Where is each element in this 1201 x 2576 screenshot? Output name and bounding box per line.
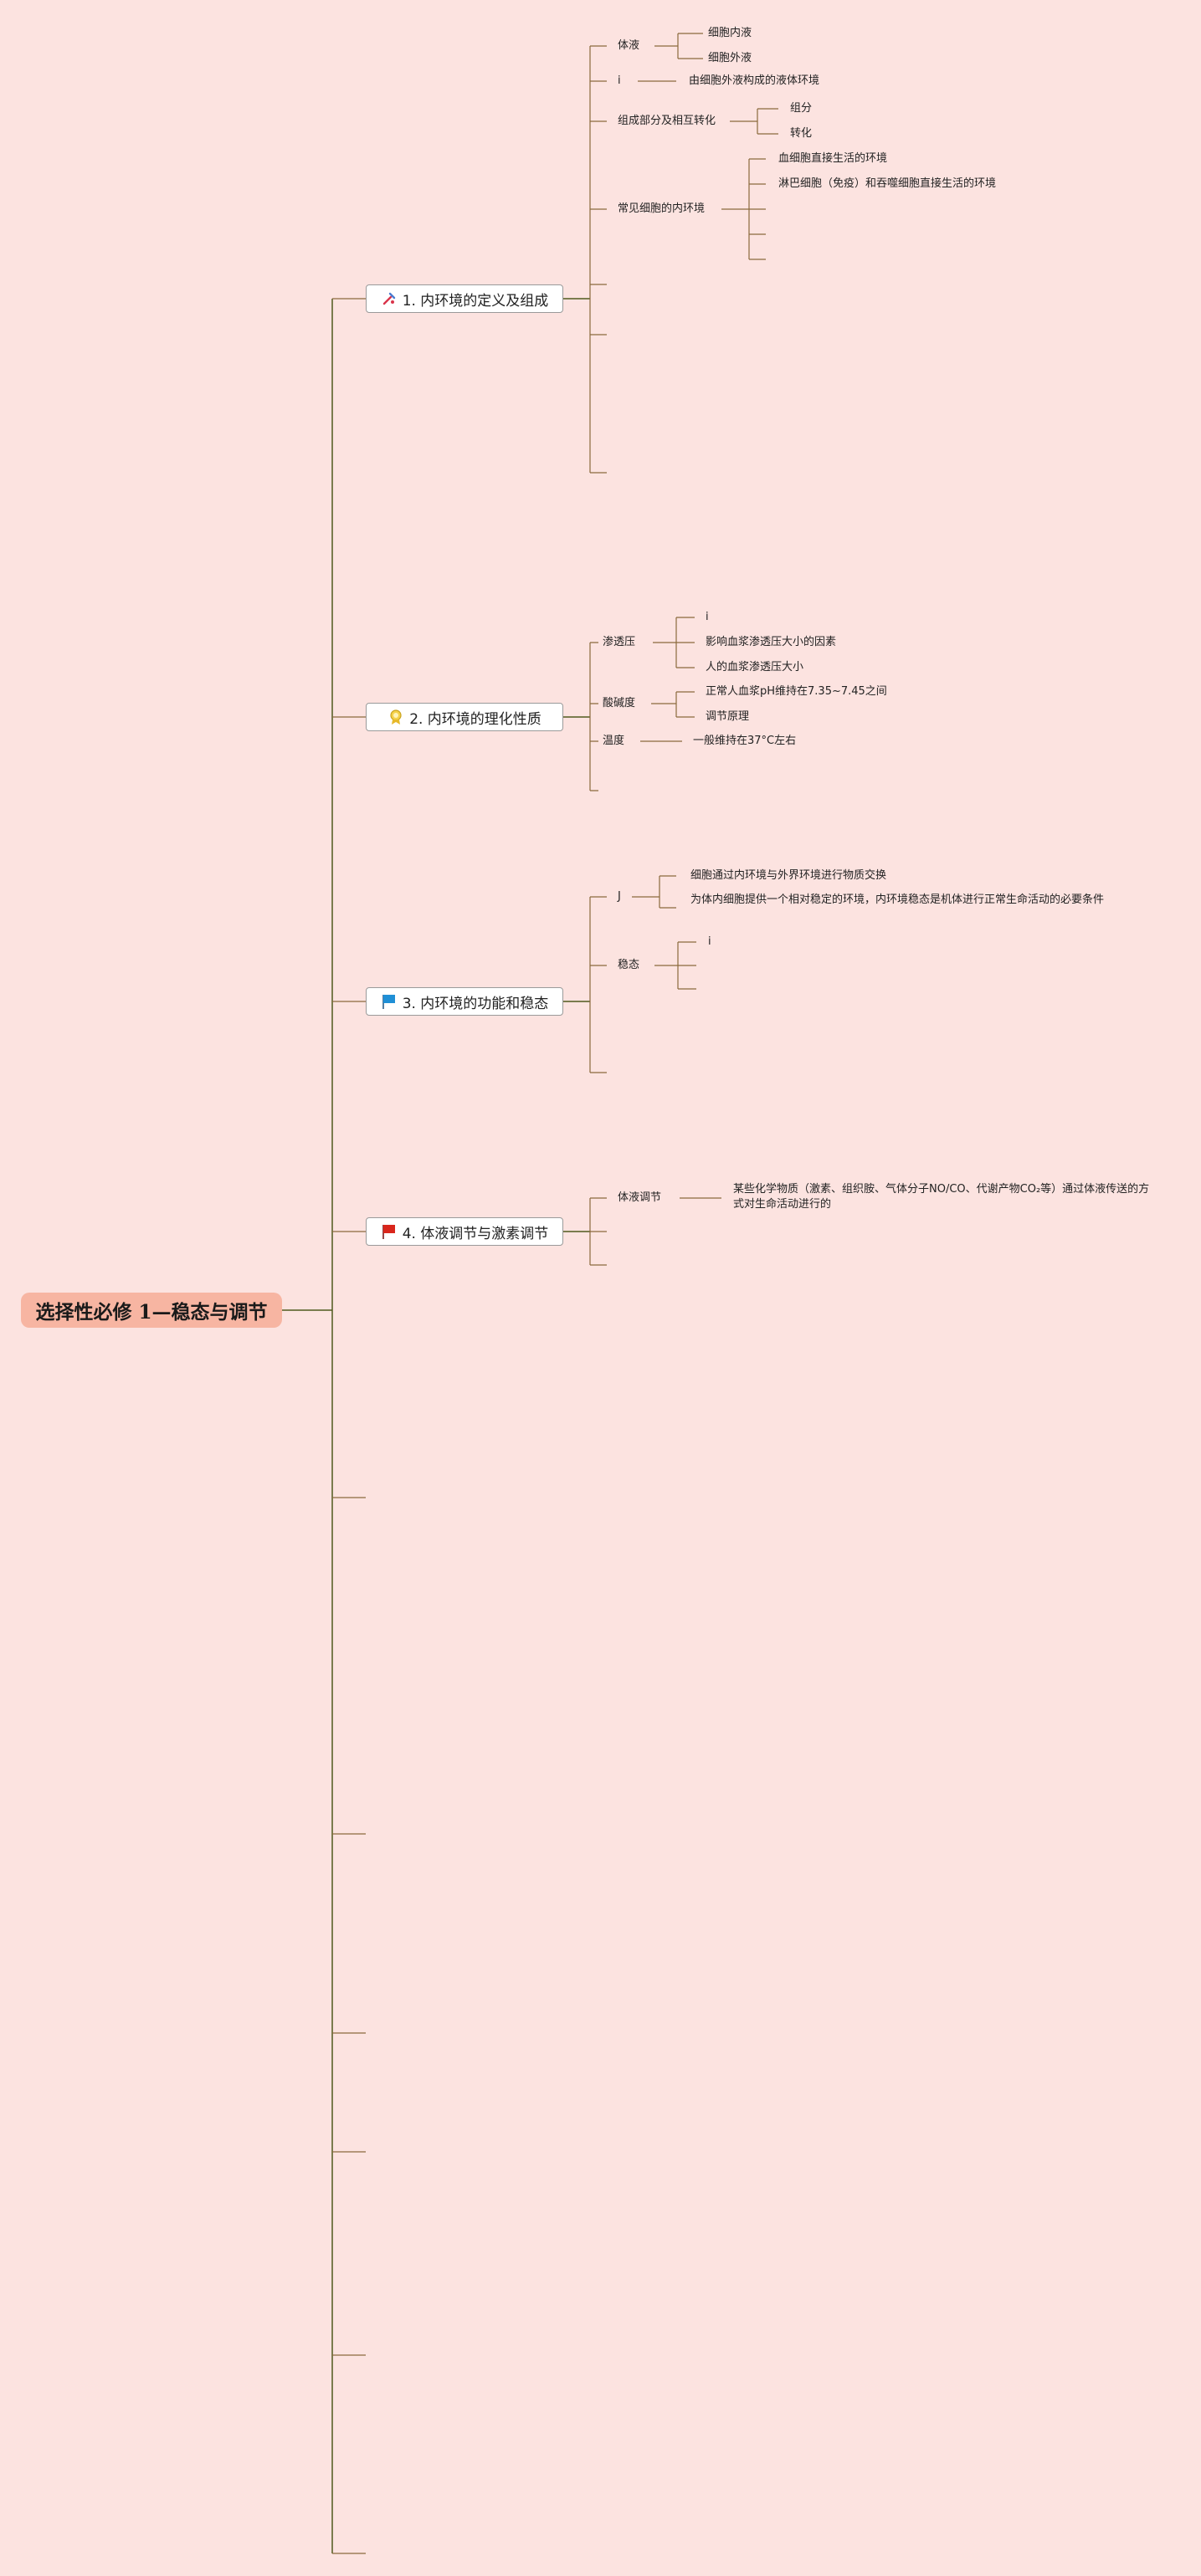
leaf-osmotic-factors[interactable]: 影响血浆渗透压大小的因素 xyxy=(706,636,837,648)
award-icon xyxy=(388,709,404,725)
leaf-blood-cells[interactable]: 血细胞直接生活的环境 xyxy=(778,152,888,165)
subtopic-humoral-regulation[interactable]: 体液调节 xyxy=(618,1191,662,1204)
topic-definition-composition[interactable]: 1. 内环境的定义及组成 xyxy=(366,284,563,313)
leaf-internal-environment-def[interactable]: 由细胞外液构成的液体环境 xyxy=(689,74,820,87)
subtopic-i[interactable]: i xyxy=(618,74,621,87)
root-topic[interactable]: 选择性必修 1—稳态与调节 xyxy=(21,1293,282,1328)
leaf-lymphocytes[interactable]: 淋巴细胞（免疫）和吞噬细胞直接生活的环境 xyxy=(778,177,997,190)
leaf-temperature[interactable]: 一般维持在37°C左右 xyxy=(693,735,797,747)
leaf-humoral-definition[interactable]: 某些化学物质（激素、组织胺、气体分子NO/CO、代谢产物CO₂等）通过体液传送的… xyxy=(733,1183,1150,1211)
topic-humoral-hormonal[interactable]: 4. 体液调节与激素调节 xyxy=(366,1217,563,1246)
leaf-extracellular-fluid[interactable]: 细胞外液 xyxy=(708,52,752,64)
topic-label: 3. 内环境的功能和稳态 xyxy=(402,995,549,1012)
subtopic-components[interactable]: 组成部分及相互转化 xyxy=(618,115,716,127)
tools-icon xyxy=(381,290,398,307)
leaf-components[interactable]: 组分 xyxy=(790,102,813,115)
topic-label: 4. 体液调节与激素调节 xyxy=(402,1225,549,1242)
leaf-i[interactable]: i xyxy=(706,611,709,623)
subtopic-body-fluid[interactable]: 体液 xyxy=(618,39,640,52)
leaf-conversion[interactable]: 转化 xyxy=(790,127,813,140)
leaf-i[interactable]: i xyxy=(708,935,711,948)
leaf-ph-range[interactable]: 正常人血浆pH维持在7.35~7.45之间 xyxy=(706,685,887,698)
subtopic-osmotic-pressure[interactable]: 渗透压 xyxy=(603,636,636,648)
topic-physicochemical[interactable]: 2. 内环境的理化性质 xyxy=(366,703,563,731)
subtopic-j[interactable]: J xyxy=(618,890,621,903)
leaf-osmotic-value[interactable]: 人的血浆渗透压大小 xyxy=(706,661,804,673)
subtopic-common-cells[interactable]: 常见细胞的内环境 xyxy=(618,202,706,215)
topic-function-homeostasis[interactable]: 3. 内环境的功能和稳态 xyxy=(366,987,563,1016)
leaf-stable-environment[interactable]: 为体内细胞提供一个相对稳定的环境，内环境稳态是机体进行正常生命活动的必要条件 xyxy=(690,894,1105,906)
leaf-intracellular-fluid[interactable]: 细胞内液 xyxy=(708,27,752,39)
subtopic-homeostasis[interactable]: 稳态 xyxy=(618,959,640,971)
red-flag-icon xyxy=(381,1223,398,1240)
leaf-regulation-principle[interactable]: 调节原理 xyxy=(706,710,750,723)
subtopic-ph[interactable]: 酸碱度 xyxy=(603,697,636,709)
leaf-material-exchange[interactable]: 细胞通过内环境与外界环境进行物质交换 xyxy=(690,869,887,882)
blue-flag-icon xyxy=(381,993,398,1010)
subtopic-temperature[interactable]: 温度 xyxy=(603,735,625,747)
topic-label: 1. 内环境的定义及组成 xyxy=(402,292,549,310)
topic-label: 2. 内环境的理化性质 xyxy=(409,710,541,728)
